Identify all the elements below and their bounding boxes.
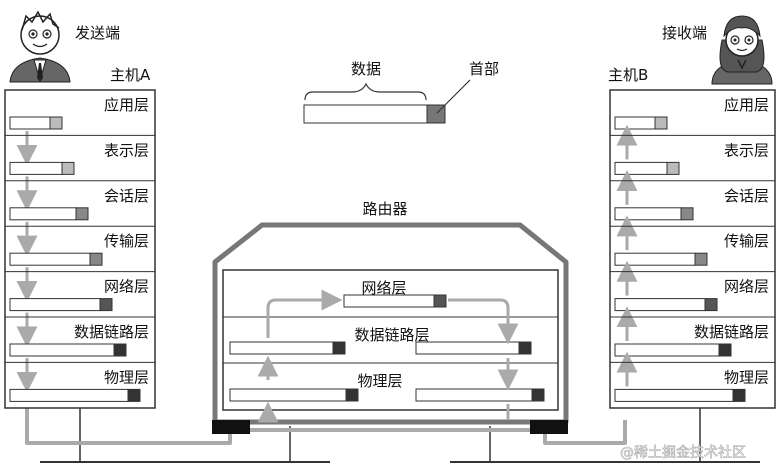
host-a-layer-label: 传输层 [104, 232, 149, 250]
host-a-packet-header [49, 116, 63, 130]
host-a-packet-data [9, 298, 101, 312]
host-a-packet-data [9, 161, 63, 175]
receiver-label: 接收端 [662, 24, 707, 42]
host-a-packet-header [99, 298, 113, 312]
host-b-packet-data [614, 343, 720, 357]
host-b-packet-data [614, 388, 734, 402]
host-b-layer-label: 传输层 [724, 232, 769, 250]
host-b-packet-header [694, 252, 708, 266]
host-b-packet-header [718, 343, 732, 357]
watermark: @稀土掘金技术社区 [620, 445, 746, 461]
sender-label: 发送端 [75, 24, 120, 42]
router-title: 路由器 [362, 200, 407, 218]
host-b-layer-label: 会话层 [724, 187, 769, 205]
router-layer-datalink: 数据链路层 [354, 326, 429, 344]
sender-person-icon [9, 10, 71, 83]
host-b-packet-data [614, 207, 682, 221]
host-b-packet-header [654, 116, 668, 130]
host-a-layer-label: 网络层 [104, 278, 149, 296]
host-a-packet-data [9, 116, 51, 130]
host-a-layer-label: 会话层 [104, 187, 149, 205]
host-b-title: 主机B [608, 66, 648, 84]
host-b-packet-header [732, 388, 746, 402]
router-port-left [212, 420, 250, 434]
host-b-packet-data [614, 116, 656, 130]
host-a-layer-label: 表示层 [104, 141, 149, 159]
host-a-packet-header [113, 343, 127, 357]
network-cables [40, 408, 760, 463]
host-a-layer-label: 物理层 [104, 368, 149, 386]
host-b-packet-data [614, 252, 696, 266]
host-b-packet-data [614, 298, 706, 312]
host-b-layer-label: 物理层 [724, 368, 769, 386]
packet-legend: 数据 首部 [303, 60, 499, 124]
host-b-packet-header [666, 161, 680, 175]
host-b-packet-header [704, 298, 718, 312]
router-layer-physical: 物理层 [357, 372, 402, 390]
host-a-packet-data [9, 207, 77, 221]
host-a-packet-header [75, 207, 89, 221]
router-layer-network: 网络层 [361, 279, 406, 297]
legend-data-label: 数据 [351, 60, 381, 78]
host-a-layer-label: 应用层 [104, 96, 149, 114]
host-a-title: 主机A [110, 66, 151, 84]
host-b-layer-label: 网络层 [724, 278, 769, 296]
host-a-packet-header [127, 388, 141, 402]
host-b-layer-label: 数据链路层 [694, 323, 769, 341]
host-a-packet-data [9, 388, 129, 402]
host-b-layer-label: 应用层 [724, 96, 769, 114]
host-a-layer-label: 数据链路层 [74, 323, 149, 341]
host-b-packet-data [614, 161, 668, 175]
host-b-layer-label: 表示层 [724, 141, 769, 159]
receiver-person-icon [711, 15, 773, 85]
router-port-right [530, 420, 568, 434]
host-b-packet-header [680, 207, 694, 221]
data-flow-path [25, 400, 627, 445]
host-a-packet-data [9, 343, 115, 357]
legend-header-label: 首部 [469, 60, 499, 78]
host-a-packet-data [9, 252, 91, 266]
router: 路由器 网络层 数据链路层 物理层 [212, 200, 569, 434]
host-a-packet-header [89, 252, 103, 266]
host-a-packet-header [61, 161, 75, 175]
